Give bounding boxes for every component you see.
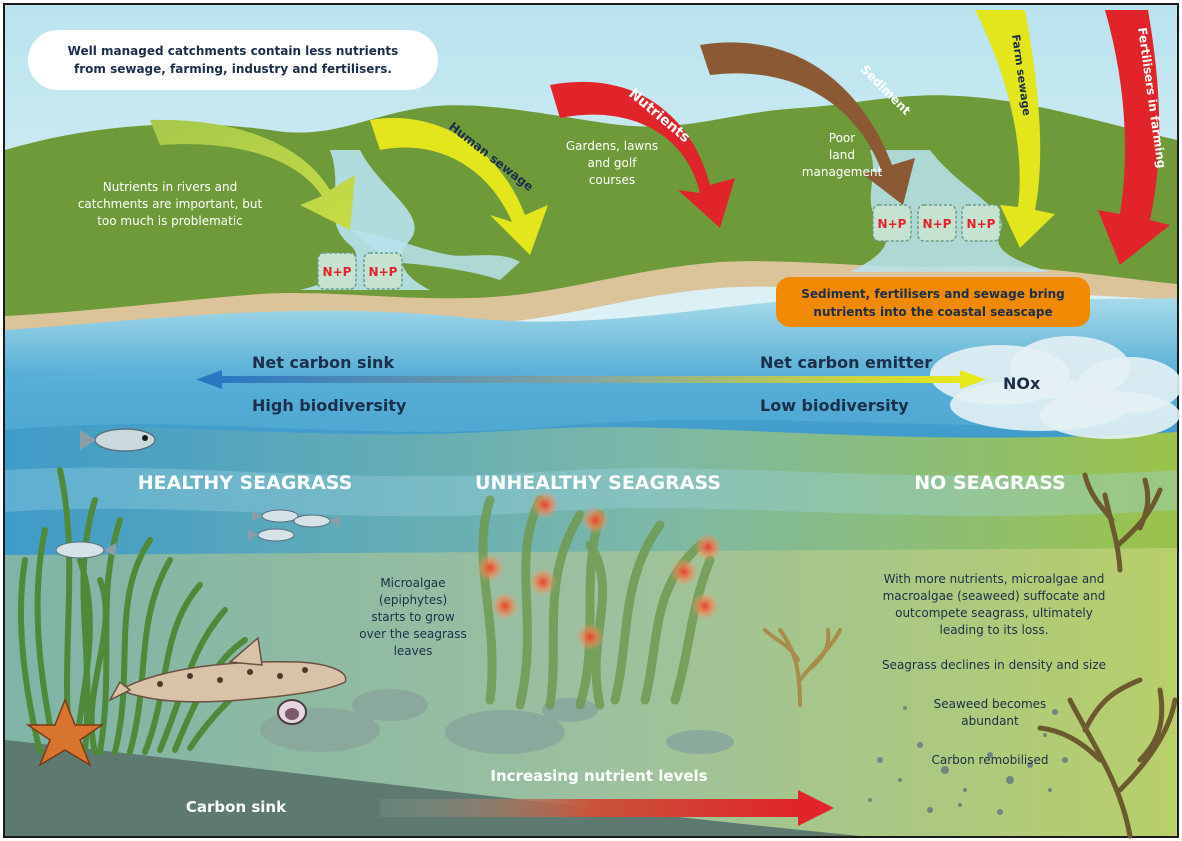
seaweed-note-line-2: abundant <box>961 714 1019 728</box>
healthy-seagrass-title: HEALTHY SEAGRASS <box>138 472 353 494</box>
river-note-line-2: catchments are important, but <box>78 197 263 211</box>
river-note-line-1: Nutrients in rivers and <box>103 180 237 194</box>
np-label: N+P <box>369 265 398 279</box>
outcompete-note-line-1: With more nutrients, microalgae and <box>884 572 1105 586</box>
carbon-remobilised-label: Carbon remobilised <box>932 753 1049 767</box>
microalgae-note-line-1: Microalgae <box>380 576 445 590</box>
shell <box>278 700 306 724</box>
catchment-note-line-2: from sewage, farming, industry and ferti… <box>74 62 392 76</box>
land-note-line-1: Poor <box>829 131 855 145</box>
nox-label: NOx <box>1003 374 1041 393</box>
outcompete-note-line-2: macroalgae (seaweed) suffocate and <box>883 589 1106 603</box>
coastal-note-box <box>776 277 1090 327</box>
np-label: N+P <box>923 217 952 231</box>
unhealthy-seagrass-title: UNHEALTHY SEAGRASS <box>475 472 721 494</box>
gardens-note-line-3: courses <box>589 173 635 187</box>
land-note-line-3: management <box>802 165 883 179</box>
land-note-line-2: land <box>829 148 855 162</box>
microalgae-note-line-4: over the seagrass <box>359 627 466 641</box>
gardens-note-line-2: and golf <box>588 156 638 170</box>
high-biodiversity-label: High biodiversity <box>252 396 407 415</box>
increasing-nutrient-label: Increasing nutrient levels <box>490 767 707 785</box>
microalgae-note-line-3: starts to grow <box>371 610 455 624</box>
np-box-group-right: N+P N+P N+P <box>873 205 1000 241</box>
microalgae-note-line-5: leaves <box>394 644 433 658</box>
microalgae-note-line-2: (epiphytes) <box>379 593 447 607</box>
seaweed-note-line-1: Seaweed becomes <box>934 697 1047 711</box>
carbon-sink-label: Carbon sink <box>186 798 287 816</box>
decline-note: Seagrass declines in density and size <box>882 658 1106 672</box>
catchment-note-box <box>28 30 438 90</box>
net-carbon-emitter-label: Net carbon emitter <box>760 353 932 372</box>
gardens-note-line-1: Gardens, lawns <box>566 139 658 153</box>
low-biodiversity-label: Low biodiversity <box>760 396 909 415</box>
coastal-note-line-2: nutrients into the coastal seascape <box>813 305 1052 319</box>
outcompete-note-line-4: leading to its loss. <box>939 623 1048 637</box>
river-note-line-3: too much is problematic <box>97 214 243 228</box>
np-label: N+P <box>878 217 907 231</box>
catchment-note-line-1: Well managed catchments contain less nut… <box>68 44 399 58</box>
no-seagrass-title: NO SEAGRASS <box>914 472 1065 494</box>
net-carbon-sink-label: Net carbon sink <box>252 353 394 372</box>
outcompete-note-line-3: outcompete seagrass, ultimately <box>895 606 1093 620</box>
np-label: N+P <box>967 217 996 231</box>
coastal-note-line-1: Sediment, fertilisers and sewage bring <box>801 287 1065 301</box>
np-label: N+P <box>323 265 352 279</box>
